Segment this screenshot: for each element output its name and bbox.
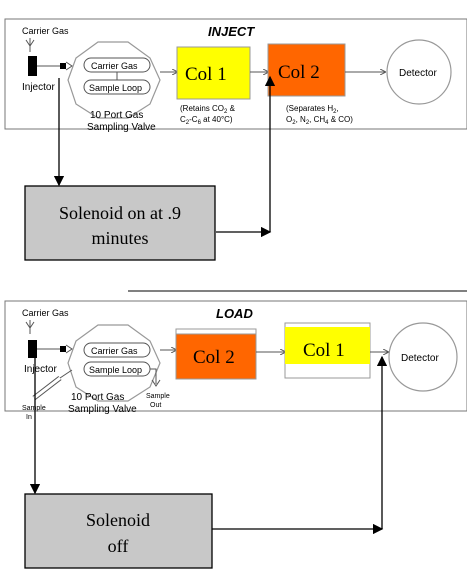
load-panel: LOAD Carrier Gas Injector Carrier Gas Sa… [4,300,467,421]
injector-label: Injector [22,82,55,93]
inject-panel: INJECT Carrier Gas Injector Carrier Gas … [4,18,467,133]
load-valve-carrier-pill [83,342,151,358]
solenoid-off-line1: Solenoid [86,510,150,530]
solenoid-off-line2: off [108,536,129,556]
valve-carrier-text: Carrier Gas [91,61,138,71]
col1-note-line1: (Retains CO2 & [180,104,236,115]
sample-in-line2: In [26,414,32,421]
load-injector-block [28,340,37,358]
solenoid-on-line1: Solenoid on at .9 [59,203,181,223]
col1-note-line2: C2-C6 at 40°C) [180,115,233,126]
valve-loop-pill [83,79,151,95]
sample-out-arrowhead [151,379,161,387]
col2-note-line1: (Separates H2, [286,104,339,115]
load-valve-loop-text: Sample Loop [89,365,142,375]
inject-col2-label: Col 2 [278,62,320,83]
inject-detector-label: Detector [399,68,437,79]
col2-note-line2: O2, N2, CH4 & CO) [286,115,353,126]
sample-in-line1: Sample [22,405,46,412]
inject-col1-box [176,46,251,100]
sample-out-line1: Sample [146,393,170,400]
load-col2-label: Col 2 [193,347,235,368]
load-valve-label-2: Sampling Valve [68,404,137,415]
load-valve-carrier-text: Carrier Gas [91,346,138,356]
solenoid-on-box [24,185,216,261]
load-injector-port [60,346,66,352]
inject-col1-label: Col 1 [185,64,227,85]
load-injector-arrowhead [65,344,73,354]
inject-detector-circle [386,39,452,105]
load-detector-circle [388,322,458,392]
load-carrier-gas-arrowhead [25,321,35,329]
solenoid-on-line2: minutes [92,228,149,248]
load-col2-box [175,333,257,380]
valve-loop-text: Sample Loop [89,83,142,93]
load-col1-box [285,327,370,364]
valve-label-2: Sampling Valve [87,122,156,133]
valve-label-1: 10 Port Gas [90,110,143,121]
sample-out-line [150,368,157,384]
load-valve-label-1: 10 Port Gas [71,392,124,403]
inject-col2-box [267,43,346,97]
load-title: LOAD [216,306,253,321]
inject-carrier-gas-label: Carrier Gas [22,26,69,36]
injector-arrowhead [65,61,73,71]
injector-block [28,56,37,76]
syringe-icon [32,369,73,400]
injector-port [60,63,66,69]
load-detector-label: Detector [401,353,439,364]
sample-out-line2: Out [150,402,161,409]
load-injector-label: Injector [24,364,57,375]
inject-title: INJECT [208,24,255,39]
load-col1-label: Col 1 [303,340,345,361]
carrier-gas-arrowhead [25,39,35,47]
solenoid-off-box [24,493,213,569]
load-carrier-gas-label: Carrier Gas [22,308,69,318]
